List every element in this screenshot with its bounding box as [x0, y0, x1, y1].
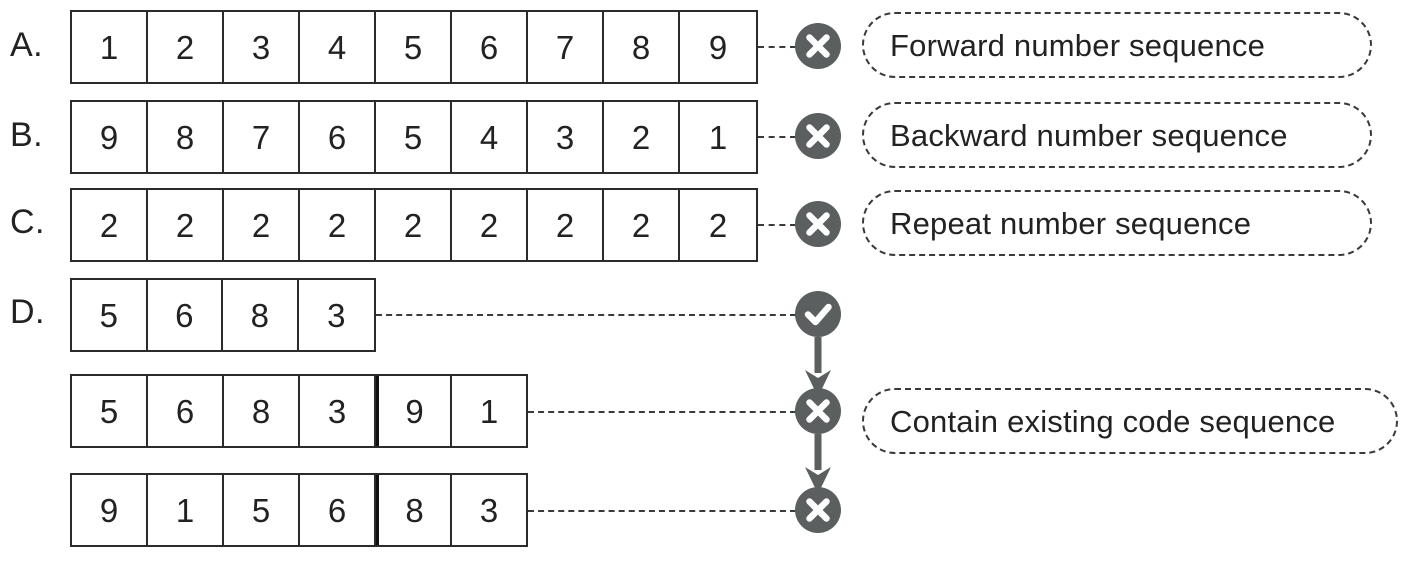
row-label-d: D.	[10, 293, 45, 331]
callout-b-text: Backward number sequence	[890, 117, 1288, 153]
connector-line-f	[528, 510, 796, 512]
sequence-cell: 2	[604, 190, 680, 260]
sequence-cell: 5	[376, 12, 452, 82]
sequence-cell: 2	[680, 190, 756, 260]
sequence-cell: 8	[148, 102, 224, 172]
callout-e-text: Contain existing code sequence	[890, 403, 1336, 439]
cross-circle-icon	[795, 487, 841, 533]
cross-circle-icon	[795, 23, 841, 69]
status-badge-c	[795, 201, 841, 247]
cross-circle-icon	[795, 113, 841, 159]
connector-line-e	[528, 411, 796, 413]
status-badge-d	[795, 291, 841, 337]
sequence-cell: 7	[528, 12, 604, 82]
sequence-cell: 9	[376, 376, 452, 446]
sequence-cell: 6	[452, 12, 528, 82]
status-badge-f	[795, 487, 841, 533]
sequence-cell: 1	[680, 102, 756, 172]
sequence-cell: 8	[604, 12, 680, 82]
row-label-a: A.	[10, 26, 44, 64]
sequence-cell: 2	[528, 190, 604, 260]
check-circle-icon	[795, 291, 841, 337]
sequence-cell: 8	[376, 475, 452, 545]
sequence-cell: 9	[72, 475, 148, 545]
down-arrow-icon-1	[803, 337, 833, 404]
connector-line-a	[758, 46, 796, 48]
sequence-row-f: 9 1 5 6 8 3	[70, 473, 528, 547]
row-label-c: C.	[10, 203, 45, 241]
callout-c: Repeat number sequence	[862, 190, 1372, 256]
sequence-cell: 1	[452, 376, 526, 446]
status-badge-a	[795, 23, 841, 69]
sequence-cell: 2	[148, 190, 224, 260]
sequence-row-d: 5 6 8 3	[70, 278, 376, 352]
sequence-cell: 2	[376, 190, 452, 260]
sequence-cell: 3	[224, 12, 300, 82]
callout-b: Backward number sequence	[862, 102, 1372, 168]
sequence-cell: 9	[72, 102, 148, 172]
sequence-cell: 6	[300, 102, 376, 172]
sequence-cell: 3	[300, 376, 376, 446]
sequence-cell: 7	[224, 102, 300, 172]
sequence-cell: 2	[72, 190, 148, 260]
sequence-cell: 2	[300, 190, 376, 260]
sequence-cell: 2	[224, 190, 300, 260]
sequence-cell: 3	[452, 475, 526, 545]
sequence-cell: 4	[452, 102, 528, 172]
sequence-row-b: 9 8 7 6 5 4 3 2 1	[70, 100, 758, 174]
connector-line-d	[376, 314, 796, 316]
callout-e: Contain existing code sequence	[862, 388, 1398, 454]
callout-a: Forward number sequence	[862, 12, 1372, 78]
sequence-cell: 3	[528, 102, 604, 172]
sequence-row-e: 5 6 8 3 9 1	[70, 374, 528, 448]
sequence-row-c: 2 2 2 2 2 2 2 2 2	[70, 188, 758, 262]
sequence-cell: 3	[298, 280, 374, 350]
status-badge-e	[795, 388, 841, 434]
sequence-row-a: 1 2 3 4 5 6 7 8 9	[70, 10, 758, 84]
sequence-cell: 5	[376, 102, 452, 172]
cross-circle-icon	[795, 201, 841, 247]
sequence-cell: 9	[680, 12, 756, 82]
sequence-cell: 2	[604, 102, 680, 172]
status-badge-b	[795, 113, 841, 159]
down-arrow-icon-2	[803, 434, 833, 501]
connector-line-c	[758, 224, 796, 226]
row-label-b: B.	[10, 116, 44, 154]
cross-circle-icon	[795, 388, 841, 434]
sequence-cell: 6	[147, 280, 223, 350]
sequence-cell: 8	[223, 280, 299, 350]
sequence-cell: 5	[72, 280, 148, 350]
sequence-cell: 2	[452, 190, 528, 260]
callout-c-text: Repeat number sequence	[890, 205, 1252, 241]
sequence-cell: 1	[148, 475, 224, 545]
sequence-cell: 6	[300, 475, 376, 545]
sequence-cell: 2	[148, 12, 224, 82]
sequence-cell: 1	[72, 12, 148, 82]
sequence-cell: 6	[148, 376, 224, 446]
sequence-cell: 5	[72, 376, 148, 446]
connector-line-b	[758, 136, 796, 138]
callout-a-text: Forward number sequence	[890, 27, 1266, 63]
sequence-cell: 4	[300, 12, 376, 82]
sequence-cell: 5	[224, 475, 300, 545]
sequence-cell: 8	[224, 376, 300, 446]
